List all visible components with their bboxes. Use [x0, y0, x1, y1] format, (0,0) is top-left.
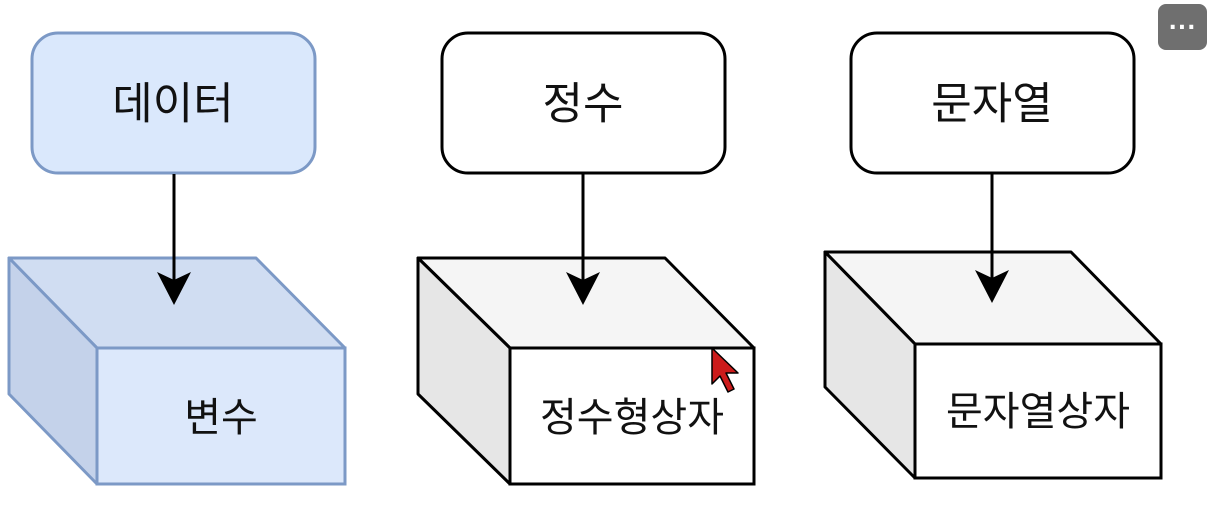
column-string: 문자열상자 문자열	[823, 31, 1163, 480]
mouse-cursor-icon	[711, 347, 739, 393]
string-box: 문자열상자	[823, 250, 1163, 480]
integer-arrowhead	[566, 272, 600, 305]
variable-box-front-face	[95, 346, 347, 486]
data-node[interactable]: 데이터	[30, 31, 317, 175]
string-node-box	[849, 31, 1136, 175]
data-to-variable-arrowhead	[157, 272, 191, 305]
data-node-box	[30, 31, 317, 175]
string-node-label: 문자열	[931, 79, 1052, 130]
string-arrowhead	[975, 270, 1009, 303]
integer-box-label: 정수형상자	[540, 395, 724, 441]
integer-box: 정수형상자	[416, 256, 756, 486]
string-box-front-face	[913, 342, 1163, 480]
more-horizontal-icon: ...	[1168, 10, 1197, 35]
variable-box-label: 변수	[184, 395, 258, 441]
string-box-label: 문자열상자	[946, 389, 1130, 435]
variable-box: 변수	[7, 256, 347, 486]
integer-node-box	[440, 31, 727, 175]
integer-node-label: 정수	[543, 79, 624, 130]
more-options-button[interactable]: ...	[1158, 4, 1207, 50]
string-node[interactable]: 문자열	[849, 31, 1136, 175]
data-node-label: 데이터	[112, 79, 233, 130]
integer-node[interactable]: 정수	[440, 31, 727, 175]
column-data: 변수 데이터	[7, 31, 347, 486]
column-integer: 정수형상자 정수	[416, 31, 756, 486]
